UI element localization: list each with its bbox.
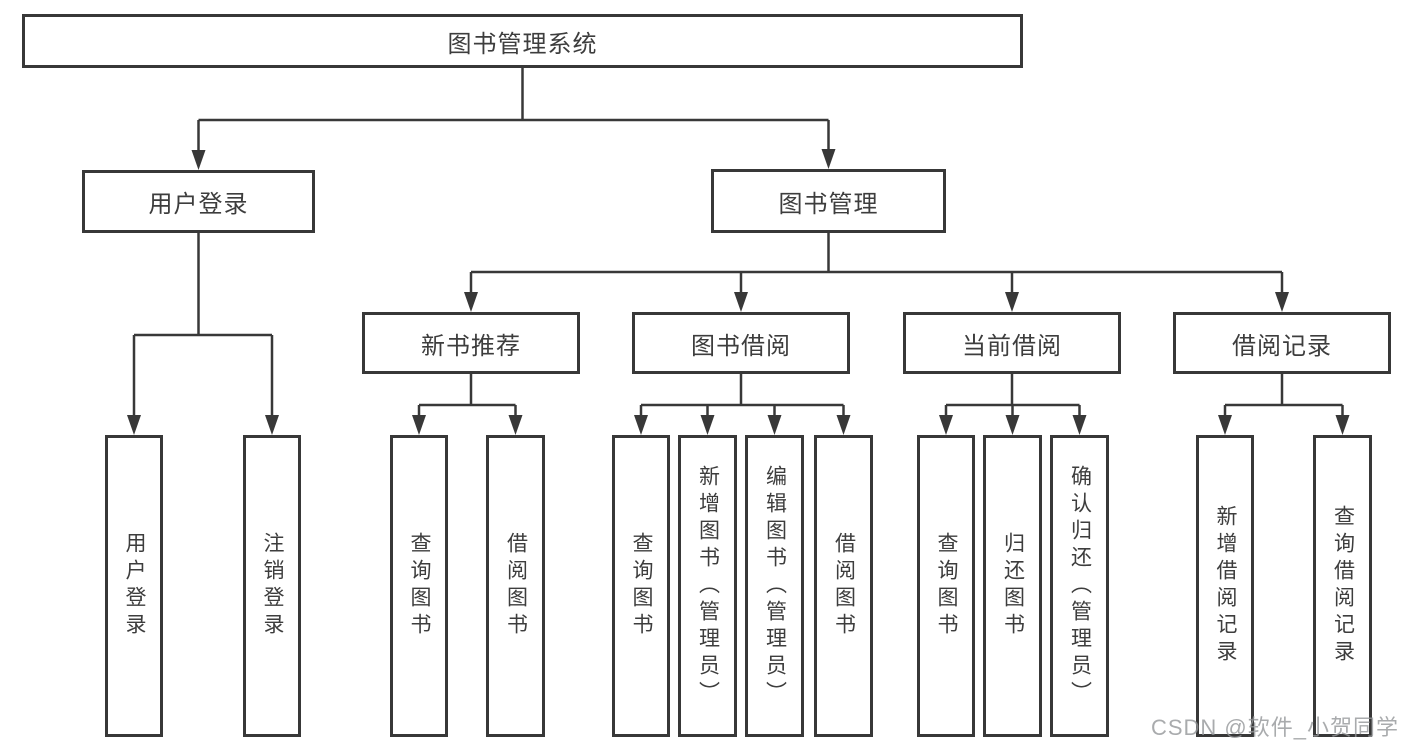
leaf-return-book: 归还图书 xyxy=(983,435,1042,737)
node-label: 图书管理系统 xyxy=(447,30,598,58)
node-current-borrowing: 当前借阅 xyxy=(903,312,1121,374)
leaf-edit-book-admin: 编辑图书（管理员） xyxy=(745,435,804,737)
leaf-logout: 注销登录 xyxy=(243,435,301,737)
node-label: 图书借阅 xyxy=(691,332,791,360)
leaf-label: 归还图书 xyxy=(1001,532,1025,640)
leaf-query-books-2: 查询图书 xyxy=(612,435,670,737)
leaf-query-borrow-record: 查询借阅记录 xyxy=(1313,435,1372,737)
node-book-borrowing: 图书借阅 xyxy=(632,312,850,374)
leaf-label: 借阅图书 xyxy=(832,532,856,640)
leaf-label: 查询图书 xyxy=(408,532,431,640)
node-label: 用户登录 xyxy=(148,191,249,218)
leaf-borrow-books-2: 借阅图书 xyxy=(814,435,873,737)
watermark-csdn: CSDN @软件_小贺同学 xyxy=(1150,715,1399,740)
leaf-add-borrow-record: 新增借阅记录 xyxy=(1196,435,1254,737)
leaf-label: 查询图书 xyxy=(935,532,958,640)
node-borrow-records: 借阅记录 xyxy=(1173,312,1391,374)
leaf-label: 注销登录 xyxy=(261,532,284,640)
node-book-management: 图书管理 xyxy=(711,169,946,233)
leaf-query-books-3: 查询图书 xyxy=(917,435,975,737)
leaf-label: 借阅图书 xyxy=(504,532,528,640)
leaf-add-book-admin: 新增图书（管理员） xyxy=(678,435,737,737)
leaf-query-books-1: 查询图书 xyxy=(390,435,448,737)
leaf-label: 编辑图书（管理员） xyxy=(763,464,787,708)
leaf-label: 查询图书 xyxy=(630,532,653,640)
node-label: 当前借阅 xyxy=(962,332,1062,360)
node-new-book-recommend: 新书推荐 xyxy=(362,312,580,374)
leaf-borrow-books-1: 借阅图书 xyxy=(486,435,545,737)
node-library-system: 图书管理系统 xyxy=(22,14,1023,68)
leaf-confirm-return-admin: 确认归还（管理员） xyxy=(1050,435,1109,737)
node-user-login: 用户登录 xyxy=(82,170,315,233)
leaf-label: 查询借阅记录 xyxy=(1331,505,1355,667)
node-label: 新书推荐 xyxy=(421,332,521,360)
leaf-user-login: 用户登录 xyxy=(105,435,163,737)
leaf-label: 新增图书（管理员） xyxy=(696,464,720,708)
leaf-label: 新增借阅记录 xyxy=(1214,505,1237,667)
leaf-label: 确认归还（管理员） xyxy=(1068,464,1092,708)
leaf-label: 用户登录 xyxy=(123,532,146,640)
node-label: 图书管理 xyxy=(778,190,879,218)
node-label: 借阅记录 xyxy=(1232,332,1332,360)
